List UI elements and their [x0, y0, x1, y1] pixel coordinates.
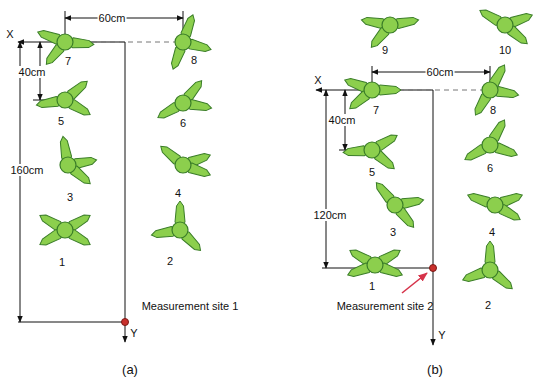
- dimension-label: 40cm: [328, 114, 357, 126]
- axis-label: Y: [130, 327, 137, 339]
- plant-symbol: [158, 143, 212, 180]
- plant-symbol: [168, 13, 212, 71]
- plant-number: 5: [369, 166, 375, 178]
- plant-stem: [364, 82, 380, 98]
- dimension-tick: [65, 11, 66, 34]
- plant-stem: [57, 222, 73, 238]
- plant-stem: [387, 197, 403, 213]
- plant-number: 2: [167, 255, 173, 267]
- panel-label: (b): [427, 363, 443, 377]
- plant-symbol: [461, 241, 515, 292]
- plant-symbol: [151, 201, 204, 254]
- plant-symbol: [36, 78, 93, 119]
- measurement-dot: [122, 319, 129, 326]
- base-line: [18, 322, 125, 323]
- dimension-label: 60cm: [426, 66, 455, 78]
- pointer-arrow: [402, 273, 427, 293]
- plant-stem: [382, 17, 398, 33]
- axis-label: X: [314, 74, 321, 86]
- plant-number: 6: [180, 117, 186, 129]
- plant-stem: [175, 157, 191, 173]
- plant-number: 3: [67, 191, 73, 203]
- plant-stem: [175, 34, 191, 50]
- plant-number: 10: [499, 44, 511, 56]
- plant-stem: [364, 142, 380, 158]
- plant-stem: [57, 92, 73, 108]
- plant-number: 4: [489, 226, 495, 238]
- plant-symbol: [343, 75, 401, 112]
- plant-number: 5: [58, 115, 64, 127]
- site-label: Measurement site 1: [142, 300, 239, 312]
- dimension-label: 160cm: [9, 164, 44, 176]
- plant-stem: [175, 95, 191, 111]
- dimension-label: 120cm: [312, 209, 347, 221]
- plant-number: 9: [382, 44, 388, 56]
- plant-symbol: [36, 27, 94, 67]
- plant-stem: [482, 137, 498, 153]
- axis-label: X: [6, 28, 13, 40]
- plant-stem: [497, 17, 513, 33]
- plant-symbol: [466, 190, 524, 223]
- plant-symbol: [346, 246, 404, 279]
- dimension-label: 40cm: [18, 66, 47, 78]
- measurement-dot: [430, 265, 437, 272]
- plant-symbol: [373, 180, 425, 231]
- plant-number: 1: [59, 256, 65, 268]
- plant-symbol: [58, 136, 97, 188]
- plant-stem: [57, 34, 73, 50]
- plant-symbol: [477, 6, 534, 47]
- plant-symbol: [37, 211, 92, 249]
- plant-number: 4: [175, 187, 181, 199]
- y-axis: [125, 42, 126, 342]
- plant-symbol: [155, 78, 212, 122]
- plant-stem: [482, 262, 498, 278]
- site-label: Measurement site 2: [337, 300, 434, 312]
- plant-number: 2: [485, 299, 491, 311]
- plant-number: 7: [373, 104, 379, 116]
- panel-label: (a): [122, 363, 138, 377]
- dimension-line: [20, 42, 21, 322]
- plant-number: 8: [490, 104, 496, 116]
- plant-number: 3: [390, 226, 396, 238]
- plant-number: 8: [191, 54, 197, 66]
- plant-symbol: [361, 15, 420, 50]
- plant-symbol: [471, 62, 519, 117]
- plant-stem: [172, 222, 188, 238]
- plant-number: 6: [487, 162, 493, 174]
- plant-stem: [487, 197, 503, 213]
- plant-stem: [367, 257, 383, 273]
- plant-symbol: [462, 117, 519, 163]
- plant-stem: [482, 82, 498, 98]
- plant-number: 7: [65, 55, 71, 67]
- axis-label: Y: [438, 329, 445, 341]
- plant-number: 1: [369, 280, 375, 292]
- dimension-label: 60cm: [98, 12, 127, 24]
- plant-stem: [60, 157, 76, 173]
- dimension-line: [326, 90, 327, 268]
